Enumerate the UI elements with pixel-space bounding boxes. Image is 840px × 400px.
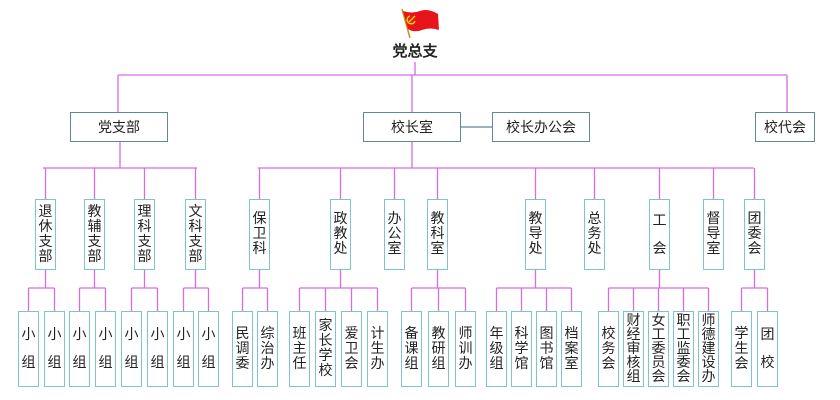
sub-unit-node[interactable]: 师德建设办 (698, 311, 719, 387)
department-node[interactable]: 保卫科 (249, 199, 270, 270)
sub-unit-node[interactable]: 档案室 (561, 311, 582, 387)
party-flag-icon (401, 8, 439, 38)
sub-unit-node[interactable]: 小组 (147, 311, 168, 387)
department-node-label: 督导室 (706, 211, 721, 257)
sub-unit-node-label: 职工监委会 (676, 313, 691, 385)
sub-unit-node[interactable]: 小组 (95, 311, 116, 387)
sub-unit-node[interactable]: 师训办 (455, 311, 476, 387)
sub-unit-node-label: 小组 (47, 327, 62, 371)
node-principal-meeting-label: 校长办公会 (506, 120, 576, 136)
node-dang-zhibu-label: 党支部 (98, 120, 140, 136)
department-node-label: 教辅支部 (87, 203, 102, 265)
sub-unit-node-label: 团校 (760, 327, 775, 371)
sub-unit-node-label: 师训办 (458, 325, 473, 372)
sub-unit-node[interactable]: 小组 (18, 311, 39, 387)
department-node-label: 教导处 (528, 211, 543, 257)
node-principal-office-label: 校长室 (391, 120, 433, 136)
sub-unit-node[interactable]: 小组 (198, 311, 219, 387)
node-principal-meeting[interactable]: 校长办公会 (492, 112, 590, 142)
department-node[interactable]: 团委会 (744, 199, 765, 270)
department-node[interactable]: 教科室 (427, 199, 448, 270)
sub-unit-node-label: 档案室 (564, 325, 579, 372)
sub-unit-node[interactable]: 教研组 (428, 311, 449, 387)
sub-unit-node[interactable]: 小组 (44, 311, 65, 387)
department-node[interactable]: 政教处 (330, 199, 351, 270)
sub-unit-node-label: 图书馆 (539, 325, 554, 372)
sub-unit-node-label: 小组 (176, 327, 191, 371)
sub-unit-node[interactable]: 财经审核组 (623, 311, 644, 387)
department-node-label: 理科支部 (137, 203, 152, 265)
sub-unit-node[interactable]: 爱卫会 (341, 311, 362, 387)
sub-unit-node-label: 年级组 (489, 325, 504, 372)
department-node[interactable]: 工会 (649, 199, 670, 270)
department-node[interactable]: 总务处 (584, 199, 605, 270)
sub-unit-node[interactable]: 科学馆 (511, 311, 532, 387)
sub-unit-node-label: 小组 (124, 327, 139, 371)
sub-unit-node[interactable]: 小组 (121, 311, 142, 387)
department-node[interactable]: 退休支部 (35, 199, 56, 270)
sub-unit-node-label: 计生办 (370, 325, 385, 372)
department-node-label: 政教处 (333, 211, 348, 257)
sub-unit-node-label: 小组 (72, 327, 87, 371)
sub-unit-node-label: 家长学校 (318, 318, 333, 379)
node-principal-office[interactable]: 校长室 (363, 112, 461, 142)
sub-unit-node[interactable]: 家长学校 (315, 311, 336, 387)
sub-unit-node-label: 女工委员会 (651, 313, 666, 385)
sub-unit-node-label: 财经审核组 (626, 313, 641, 385)
department-node[interactable]: 理科支部 (134, 199, 155, 270)
sub-unit-node[interactable]: 职工监委会 (673, 311, 694, 387)
department-node-label: 总务处 (587, 211, 602, 257)
sub-unit-node[interactable]: 团校 (757, 311, 778, 387)
department-node-label: 教科室 (430, 211, 445, 257)
department-node-label: 工会 (652, 212, 667, 257)
sub-unit-node-label: 师德建设办 (701, 313, 716, 385)
sub-unit-node-label: 爱卫会 (344, 325, 359, 372)
sub-unit-node-label: 小组 (150, 327, 165, 371)
department-node[interactable]: 文科支部 (185, 199, 206, 270)
sub-unit-node-label: 学生会 (734, 325, 749, 372)
department-node[interactable]: 督导室 (703, 199, 724, 270)
sub-unit-node-label: 民调委 (235, 325, 250, 372)
department-node-label: 团委会 (747, 211, 762, 257)
sub-unit-node[interactable]: 综治办 (257, 311, 278, 387)
department-node[interactable]: 教导处 (525, 199, 546, 270)
sub-unit-node[interactable]: 班主任 (289, 311, 310, 387)
node-staff-congress[interactable]: 校代会 (755, 112, 815, 142)
department-node[interactable]: 教辅支部 (84, 199, 105, 270)
sub-unit-node[interactable]: 图书馆 (536, 311, 557, 387)
sub-unit-node[interactable]: 计生办 (367, 311, 388, 387)
department-node-label: 退休支部 (38, 203, 53, 265)
sub-unit-node-label: 小组 (21, 327, 36, 371)
sub-unit-node-label: 班主任 (292, 325, 307, 372)
sub-unit-node[interactable]: 女工委员会 (648, 311, 669, 387)
root-node-label: 党总支 (392, 42, 438, 60)
department-node-label: 办公室 (387, 211, 402, 257)
department-node-label: 文科支部 (188, 203, 203, 265)
node-dang-zhibu[interactable]: 党支部 (70, 112, 168, 142)
sub-unit-node[interactable]: 年级组 (486, 311, 507, 387)
sub-unit-node[interactable]: 学生会 (731, 311, 752, 387)
department-node[interactable]: 办公室 (384, 199, 405, 270)
sub-unit-node-label: 备课组 (404, 325, 419, 372)
sub-unit-node-label: 科学馆 (514, 325, 529, 372)
sub-unit-node-label: 综治办 (260, 325, 275, 372)
sub-unit-node-label: 小组 (98, 327, 113, 371)
sub-unit-node-label: 小组 (201, 327, 216, 371)
node-staff-congress-label: 校代会 (764, 120, 806, 136)
sub-unit-node[interactable]: 民调委 (232, 311, 253, 387)
sub-unit-node-label: 教研组 (431, 325, 446, 372)
department-node-label: 保卫科 (252, 211, 267, 257)
sub-unit-node[interactable]: 小组 (69, 311, 90, 387)
sub-unit-node-label: 校务会 (601, 325, 616, 372)
sub-unit-node[interactable]: 备课组 (401, 311, 422, 387)
sub-unit-node[interactable]: 小组 (173, 311, 194, 387)
sub-unit-node[interactable]: 校务会 (598, 311, 619, 387)
